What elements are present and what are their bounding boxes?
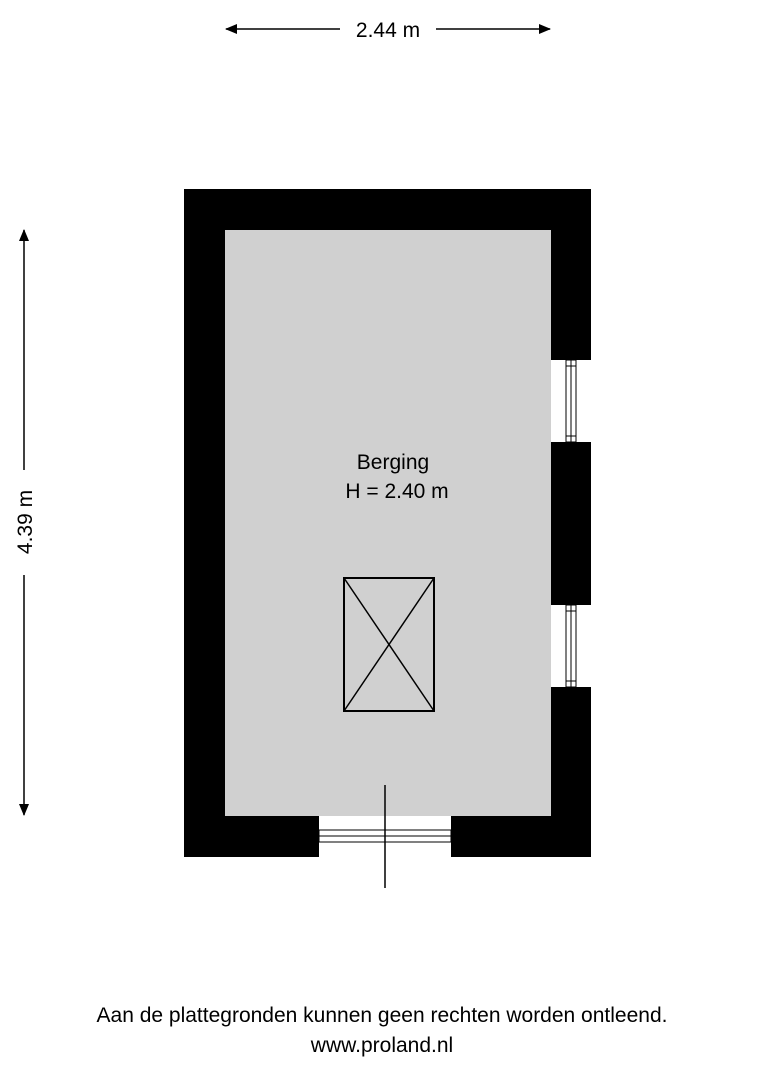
height-dimension: 4.39 m [14, 229, 37, 816]
website-link[interactable]: www.proland.nl [310, 1034, 454, 1057]
ceiling-hatch [343, 577, 435, 712]
room-height: H = 2.40 m [345, 480, 448, 503]
disclaimer-text: Aan de plattegronden kunnen geen rechten… [96, 1004, 668, 1027]
height-dimension-label: 4.39 m [14, 490, 37, 554]
room-name: Berging [357, 451, 429, 474]
room-floor [225, 230, 551, 816]
window-right-upper [551, 359, 591, 443]
width-dimension: 2.44 m [225, 19, 551, 42]
width-dimension-label: 2.44 m [356, 19, 420, 42]
window-right-lower [551, 604, 591, 688]
